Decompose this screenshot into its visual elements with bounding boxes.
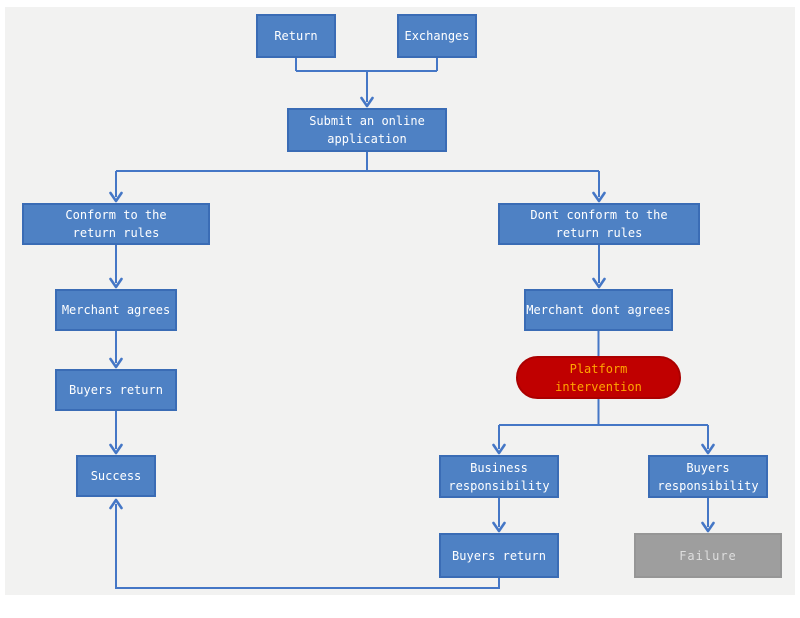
node-dont-conform-rules: Dont conform to the return rules	[498, 203, 700, 245]
connector-buyers-return-success	[109, 411, 123, 455]
connector-loopback-to-success	[109, 498, 500, 589]
node-failure-label: Failure	[679, 548, 737, 563]
node-success: Success	[76, 455, 156, 497]
connector-dont-conform-merchant-dont-agrees	[592, 245, 606, 289]
node-merchant-agrees-label: Merchant agrees	[61, 303, 171, 317]
node-submit-application-label: Submit an online application	[309, 114, 425, 146]
node-platform-intervention: Platform intervention	[516, 356, 681, 399]
node-exchanges: Exchanges	[397, 14, 477, 58]
node-buyers-responsibility-label: Buyers responsibility	[657, 460, 759, 493]
node-buyers-responsibility: Buyers responsibility	[648, 455, 768, 498]
connector-platform-branch	[492, 424, 715, 455]
connector-business-buyers-return	[492, 498, 506, 533]
connector-submit-branch	[109, 152, 606, 203]
node-buyers-return-left: Buyers return	[55, 369, 177, 411]
node-success-label: Success	[90, 469, 142, 483]
node-submit-application: Submit an online application	[287, 108, 447, 152]
node-conform-rules: Conform to the return rules	[22, 203, 210, 245]
connector-merge-return-exchanges	[295, 58, 438, 108]
node-business-responsibility-label: Business responsibility	[448, 460, 550, 493]
node-business-responsibility: Business responsibility	[439, 455, 559, 498]
node-dont-conform-rules-label: Dont conform to the return rules	[530, 208, 668, 240]
node-platform-intervention-label: Platform intervention	[555, 361, 642, 394]
node-merchant-dont-agrees: Merchant dont agrees	[524, 289, 673, 331]
node-conform-rules-label: Conform to the return rules	[65, 208, 167, 240]
node-buyers-return-left-label: Buyers return	[69, 383, 163, 397]
node-return: Return	[256, 14, 336, 58]
connector-conform-merchant-agrees	[109, 245, 123, 289]
node-buyers-return-bottom: Buyers return	[439, 533, 559, 578]
node-failure: Failure	[634, 533, 782, 578]
node-merchant-dont-agrees-label: Merchant dont agrees	[526, 303, 671, 317]
connector-merchant-agrees-buyers-return	[109, 331, 123, 369]
connector-buyers-resp-failure	[701, 498, 715, 533]
node-buyers-return-bottom-label: Buyers return	[452, 548, 546, 563]
node-merchant-agrees: Merchant agrees	[55, 289, 177, 331]
node-return-label: Return	[274, 29, 318, 43]
node-exchanges-label: Exchanges	[404, 29, 470, 43]
